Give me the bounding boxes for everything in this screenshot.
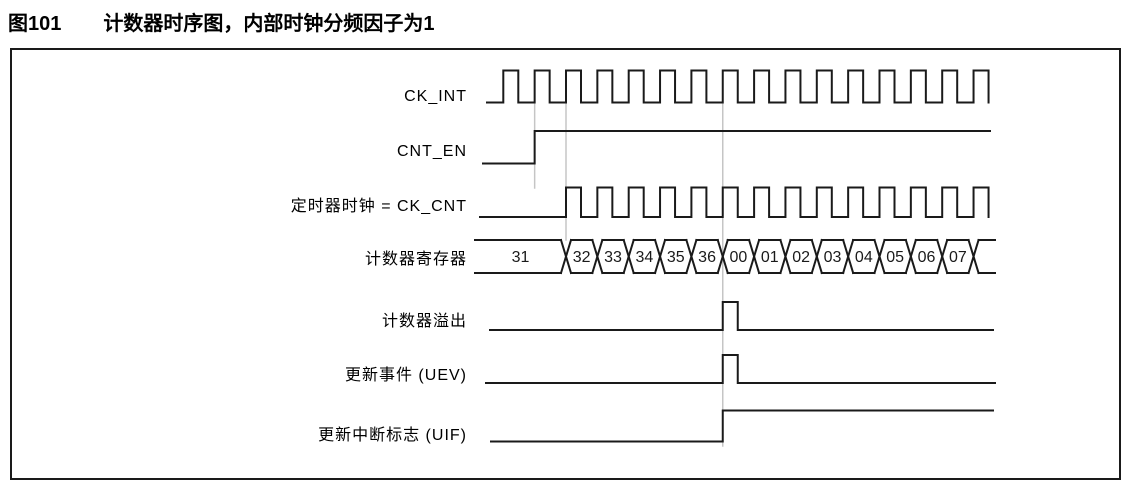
figure-caption: 计数器时序图，内部时钟分频因子为1 <box>103 13 435 35</box>
signal-label-ck-int: CK_INT <box>404 88 467 105</box>
figure-title: 图101 计数器时序图，内部时钟分频因子为1 <box>8 7 435 36</box>
figure-number: 图101 <box>8 13 62 35</box>
diagram-frame <box>10 48 1121 480</box>
signal-label-uif: 更新中断标志 (UIF) <box>318 427 467 444</box>
signal-label-counter: 计数器寄存器 <box>364 251 467 268</box>
signal-label-uev: 更新事件 (UEV) <box>344 367 467 384</box>
signal-label-cnt-en: CNT_EN <box>396 143 467 160</box>
signal-label-ck-cnt: 定时器时钟 = CK_CNT <box>290 198 467 215</box>
signal-label-overflow: 计数器溢出 <box>381 313 467 330</box>
